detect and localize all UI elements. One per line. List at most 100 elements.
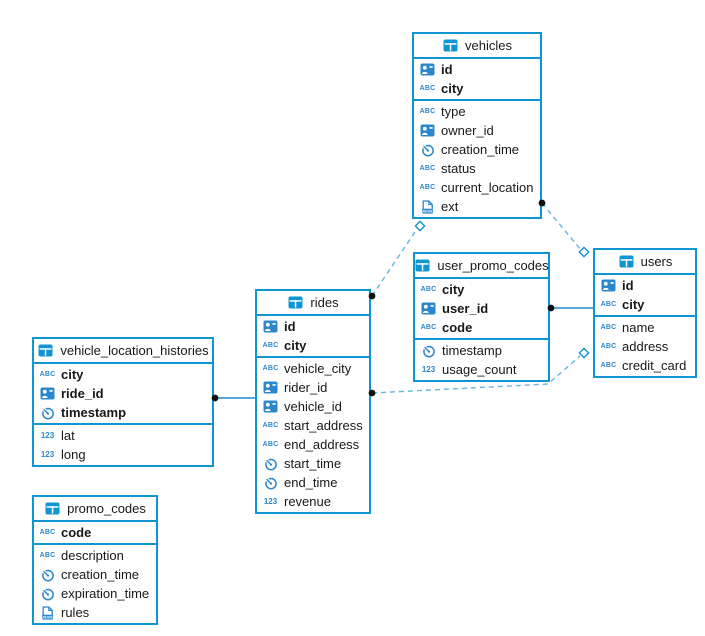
column-name: timestamp [61,405,127,420]
time-icon [262,456,279,471]
column-vehicle_id[interactable]: vehicle_id [257,397,369,416]
column-name: code [442,320,473,335]
uuid-icon [262,319,279,334]
column-ride_id[interactable]: ride_id [34,384,212,403]
column-creation_time[interactable]: creation_time [414,140,540,159]
column-name[interactable]: ABC name [595,318,695,337]
column-name: address [622,339,669,354]
json-icon: JSON [39,605,56,620]
table-header[interactable]: rides [257,291,369,316]
column-name: city [622,297,645,312]
column-name: long [61,447,86,462]
column-name: city [284,338,307,353]
uuid-icon [262,399,279,414]
column-id[interactable]: id [595,276,695,295]
table-icon [37,343,54,358]
table-header[interactable]: users [595,250,695,275]
column-name: id [622,278,634,293]
column-name: city [441,81,464,96]
column-long[interactable]: 123 long [34,445,212,464]
column-name: city [442,282,465,297]
column-name: vehicle_city [284,361,352,376]
string-icon: ABC [420,324,437,331]
string-icon: ABC [419,184,436,191]
column-rider_id[interactable]: rider_id [257,378,369,397]
column-name: credit_card [622,358,687,373]
relation-rides-vehicles[interactable] [371,228,418,297]
table-icon [618,254,635,269]
column-timestamp[interactable]: timestamp [415,341,548,360]
column-id[interactable]: id [257,317,369,336]
relation-vehicles-users[interactable] [541,202,582,251]
string-icon: ABC [600,324,617,331]
time-icon [39,586,56,601]
column-name: name [622,320,655,335]
column-end_time[interactable]: end_time [257,473,369,492]
column-start_time[interactable]: start_time [257,454,369,473]
column-name: ext [441,199,459,214]
column-id[interactable]: id [414,60,540,79]
uuid-icon [419,123,436,138]
table-icon [414,258,431,273]
table-header[interactable]: vehicles [414,34,540,59]
column-code[interactable]: ABC code [415,318,548,337]
column-creation_time[interactable]: creation_time [34,565,156,584]
time-icon [262,475,279,490]
column-city[interactable]: ABC city [595,295,695,314]
column-name: status [441,161,476,176]
column-ext[interactable]: JSON ext [414,197,540,216]
column-owner_id[interactable]: owner_id [414,121,540,140]
table-header[interactable]: promo_codes [34,497,156,522]
column-name: rules [61,605,90,620]
column-name: description [61,548,124,563]
uuid-icon [262,380,279,395]
column-user_id[interactable]: user_id [415,299,548,318]
table-header[interactable]: vehicle_location_histories [34,339,212,364]
column-rules[interactable]: JSON rules [34,603,156,622]
time-icon [39,405,56,420]
column-name: timestamp [442,343,502,358]
column-timestamp[interactable]: timestamp [34,403,212,422]
column-name: id [441,62,453,77]
relation-rides-users[interactable] [371,355,581,394]
int-icon: 123 [40,449,55,459]
json-icon: JSON [419,199,436,214]
table-name: vehicles [465,38,512,53]
time-icon [39,567,56,582]
column-current_location[interactable]: ABC current_location [414,178,540,197]
column-name: revenue [284,494,331,509]
int-icon: 123 [40,430,55,440]
string-icon: ABC [262,441,279,448]
string-icon: ABC [600,301,617,308]
string-icon: ABC [39,529,56,536]
table-header[interactable]: user_promo_codes [414,254,549,279]
column-expiration_time[interactable]: expiration_time [34,584,156,603]
column-name: end_time [284,475,338,490]
column-name: current_location [441,180,534,195]
